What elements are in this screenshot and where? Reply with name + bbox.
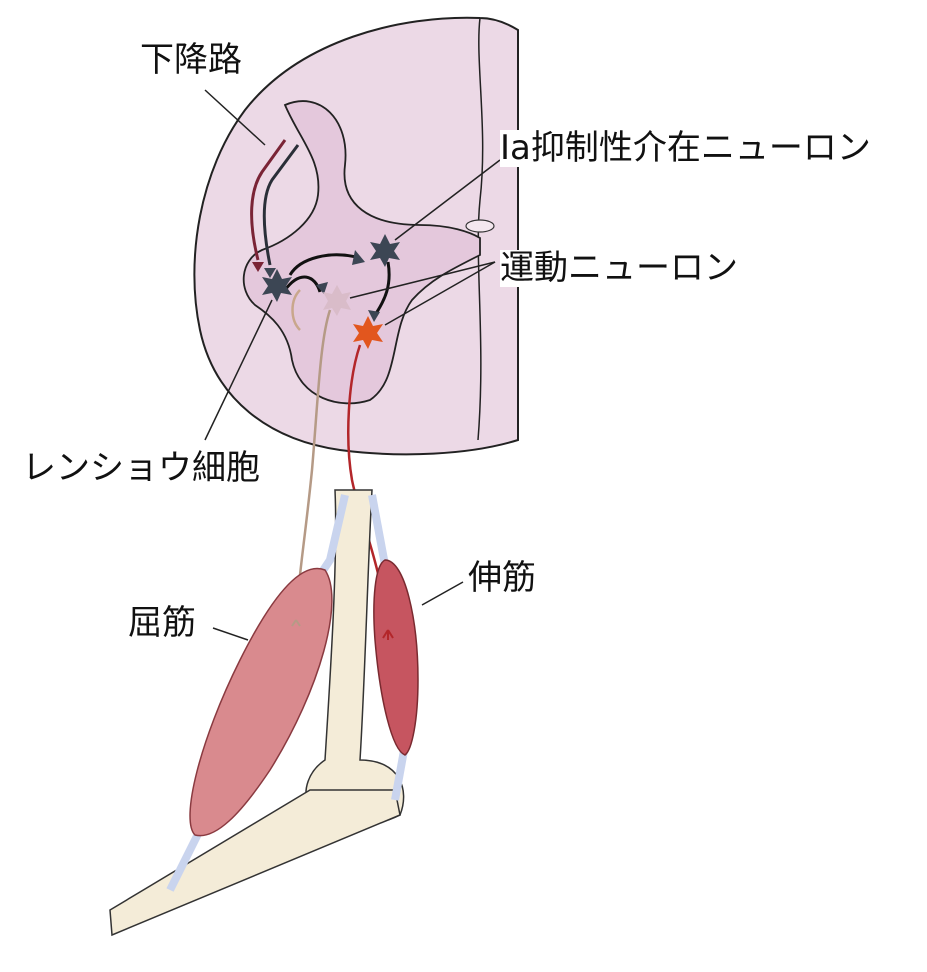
leader-line (204, 299, 273, 441)
leader-line (394, 159, 501, 241)
forearm-bones (109, 789, 401, 937)
synapse-icon (264, 268, 276, 278)
leader-line (384, 261, 496, 326)
synapse-icon (252, 262, 264, 272)
renshaw-to-ia-axon (288, 253, 361, 276)
ia-interneuron-icon (370, 234, 400, 267)
tendon (368, 494, 389, 566)
central-canal (465, 219, 495, 233)
renshaw-cell-label: レンショウ細胞 (22, 448, 260, 488)
flexor-motor-neuron-icon (323, 285, 351, 316)
renshaw-to-pale-motor (283, 275, 322, 293)
extensor-motor-neuron-icon (353, 316, 383, 349)
descending-tract-dark (262, 144, 300, 266)
spinal-cord-midline (477, 17, 484, 441)
synapse-icon (352, 250, 365, 265)
synapse-icon (316, 282, 328, 294)
extensor-muscle (373, 559, 419, 756)
extensor-label: 伸筋 (468, 558, 536, 598)
flexor-label: 屈筋 (128, 603, 196, 643)
tendon (166, 828, 204, 892)
descending-tract-red (250, 139, 287, 261)
leader-line (204, 89, 266, 146)
flexor-muscle (189, 567, 333, 837)
leader-line (212, 627, 249, 641)
leader-line (421, 581, 464, 606)
gray-matter (242, 100, 481, 405)
axon-ending (382, 629, 394, 640)
ia-interneuron-label: Ia抑制性介在ニューロン (500, 128, 871, 168)
ia-to-motor-axon (373, 261, 391, 316)
axon-ending (291, 619, 301, 627)
motor-neuron-label: 運動ニューロン (500, 248, 738, 288)
leader-line (349, 261, 496, 299)
synapse-icon (368, 310, 380, 322)
descending-tract-label: 下降路 (140, 40, 242, 80)
renshaw-cell-icon (262, 269, 292, 302)
renshaw-collateral (291, 289, 301, 331)
